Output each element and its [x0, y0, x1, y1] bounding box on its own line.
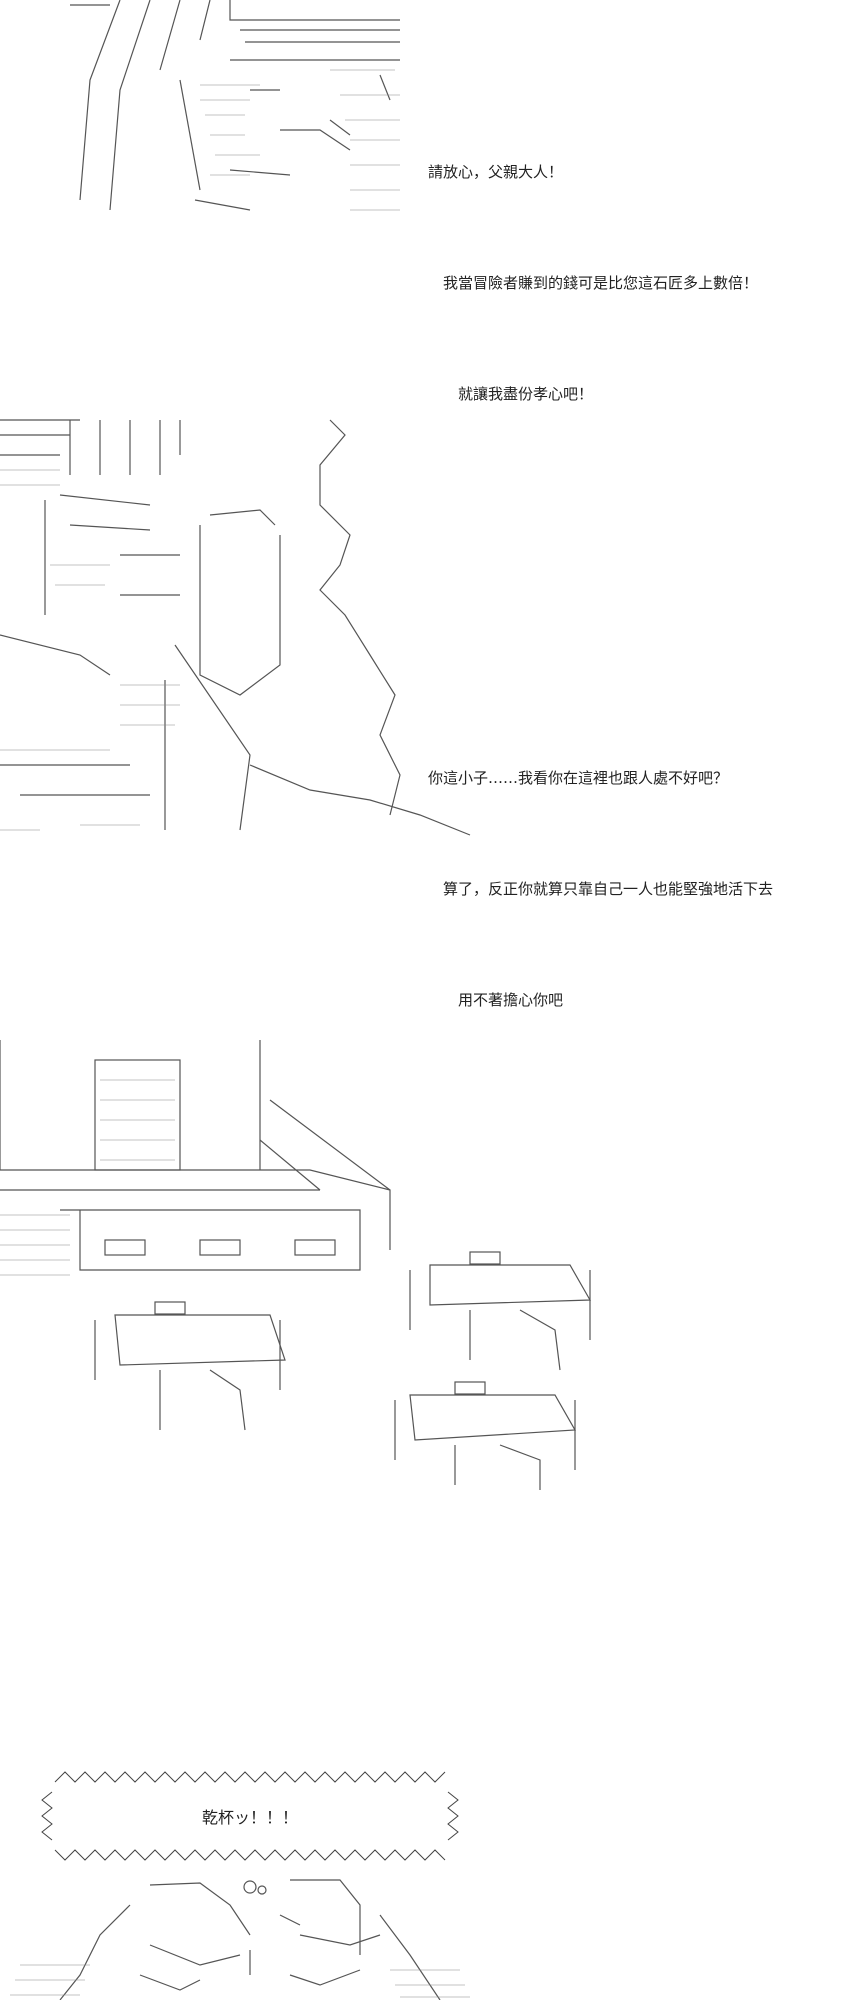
speech-bubble: [41, 1771, 459, 1861]
dialogue-line: 算了，反正你就算只靠自己一人也能堅強地活下去: [428, 880, 774, 898]
dialogue-line: 我當冒險者賺到的錢可是比您這石匠多上數倍！: [428, 274, 759, 292]
scene-3-tavern-ascii-art: [0, 1040, 592, 1490]
scene-1-dialogue: 請放心，父親大人！ 我當冒險者賺到的錢可是比您這石匠多上數倍！ 就讓我盡份孝心吧…: [428, 80, 758, 450]
scene-2-ascii-art: [0, 419, 471, 836]
dialogue-line: 請放心，父親大人！: [428, 163, 564, 181]
dialogue-line: 用不著擔心你吧: [428, 991, 564, 1009]
dialogue-line: 你這小子……我看你在這裡也跟人處不好吧？: [428, 769, 729, 787]
dialogue-line: 就讓我盡份孝心吧！: [428, 385, 594, 403]
scene-1-ascii-art: [70, 0, 400, 211]
toast-shout: 乾杯ッ！！！: [201, 1808, 298, 1827]
scene-4-toast-ascii-art: [10, 1879, 470, 2000]
scene-2-dialogue: 你這小子……我看你在這裡也跟人處不好吧？ 算了，反正你就算只靠自己一人也能堅強地…: [428, 686, 773, 1056]
